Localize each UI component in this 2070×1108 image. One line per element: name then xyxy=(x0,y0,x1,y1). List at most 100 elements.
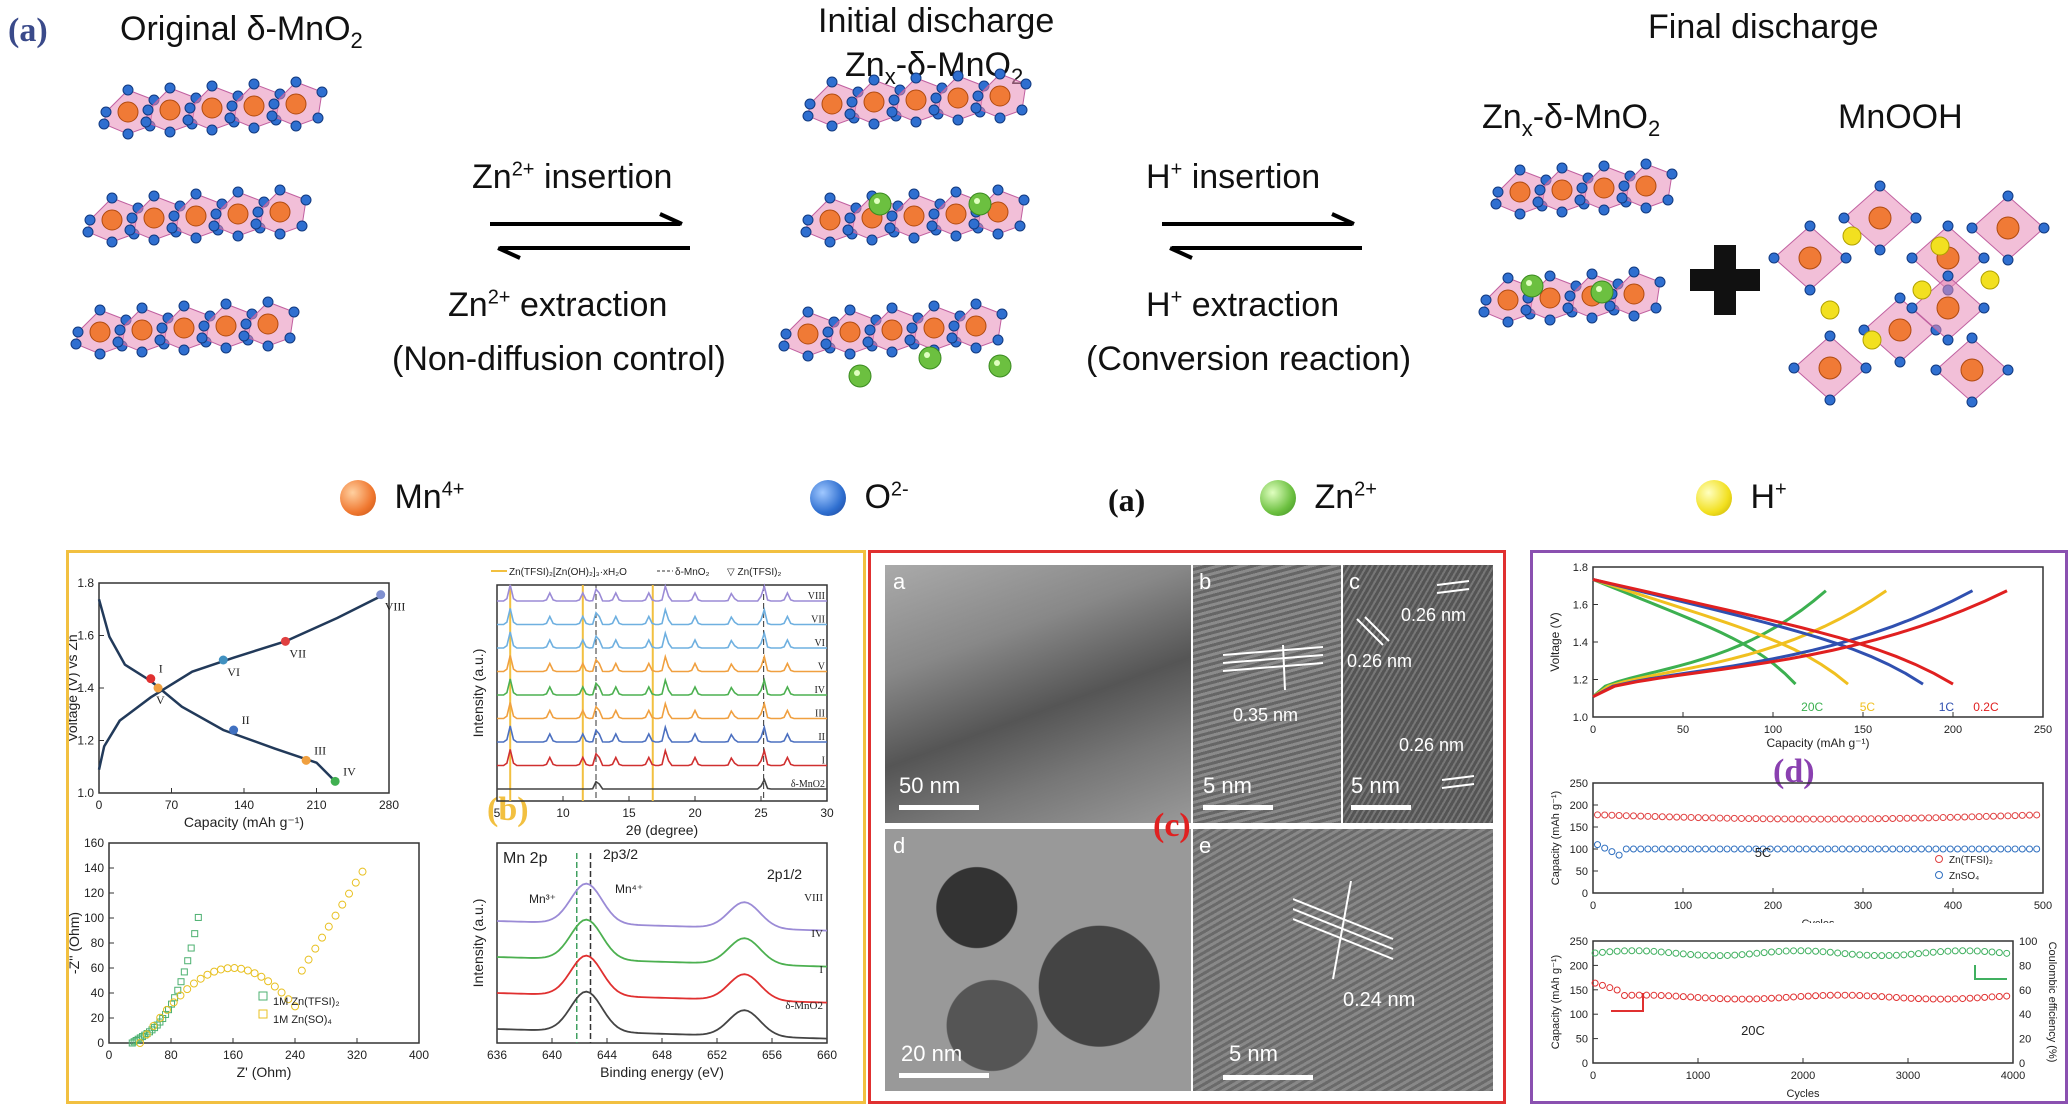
b3-so4-point xyxy=(277,988,286,997)
b3-legend-swatch xyxy=(258,1009,268,1019)
b3-legend-label: 1M Zn(SO)₄ xyxy=(273,1014,332,1026)
d3-capacity-point xyxy=(1915,995,1922,1003)
d3-capacity-point xyxy=(1606,984,1614,992)
o-atom xyxy=(268,98,280,110)
d3-ce-point xyxy=(1863,951,1871,959)
panel-c-box: a 50 nm b 0.35 nm 5 nm c 0.26 nm 0.26 nm… xyxy=(868,550,1506,1104)
d3-capacity-point xyxy=(1613,986,1621,994)
o-atom xyxy=(206,124,218,136)
d2-tfsi-point xyxy=(1608,811,1616,819)
b2-trace-label: δ-MnO2 xyxy=(791,779,825,790)
b3-so4-point xyxy=(264,977,273,986)
b3-so4-point xyxy=(257,972,266,981)
o-atom xyxy=(928,208,940,220)
o-atom xyxy=(802,110,814,122)
d2-x-tick-label: 300 xyxy=(1854,900,1872,912)
b2-trace-label: IV xyxy=(814,685,825,696)
b1-state-label: IV xyxy=(343,764,356,778)
b2-xrd-trace xyxy=(497,700,827,720)
d2-tfsi-point xyxy=(1817,815,1825,823)
d1-charge-curve xyxy=(1592,589,1827,698)
o-atom xyxy=(1020,78,1032,90)
mn-atom xyxy=(905,89,927,111)
tem-c-tag: c xyxy=(1349,569,1360,594)
b4-x-tick-label: 640 xyxy=(542,1048,562,1062)
cycling-5c-chart: 0100200300400500050100150200250CyclesCap… xyxy=(1550,778,2052,923)
d3-ce-point xyxy=(1628,947,1636,955)
d3-ce-point xyxy=(1790,947,1798,955)
b3-plot-frame xyxy=(108,842,420,1044)
o-atom xyxy=(184,102,196,114)
d2-znso4-point xyxy=(1982,845,1990,853)
b2-plot-frame xyxy=(496,584,828,802)
mn-atom xyxy=(863,91,885,113)
b1-x-tick-label: 210 xyxy=(306,798,326,812)
b1-state-label: V xyxy=(156,693,165,707)
zn-ion-highlight xyxy=(924,352,930,358)
mn-atom xyxy=(819,209,841,231)
d2-x-tick-label: 200 xyxy=(1764,900,1782,912)
d3-left-axis-arrow xyxy=(1611,993,1644,1012)
mn-atom xyxy=(1509,181,1531,203)
b1-state-label: VIII xyxy=(385,600,406,614)
d2-znso4-point xyxy=(1622,845,1630,853)
legend-mn: Mn4+ xyxy=(340,478,465,517)
o-atom xyxy=(312,112,324,124)
d3-ce-point xyxy=(1841,950,1849,958)
d2-tfsi-point xyxy=(1615,811,1623,819)
b3-so4-point xyxy=(196,974,205,983)
b4-x-tick-label: 648 xyxy=(652,1048,672,1062)
mn-atom xyxy=(1888,318,1912,342)
d1-x-tick-label: 250 xyxy=(2034,724,2052,736)
h-ion xyxy=(1980,270,2000,290)
d2-tfsi-point xyxy=(1910,814,1918,822)
d2-tfsi-point xyxy=(1723,814,1731,822)
o-atom xyxy=(142,104,154,116)
d3-ce-point xyxy=(1885,952,1893,960)
b3-so4-point xyxy=(345,889,354,898)
d2-tfsi-point xyxy=(1622,812,1630,820)
mn-atom xyxy=(989,85,1011,107)
mn-atom xyxy=(159,99,181,121)
o-atom xyxy=(1910,212,1922,224)
d2-znso4-point xyxy=(1723,845,1731,853)
b1-state-marker xyxy=(330,776,340,786)
b3-so4-point xyxy=(230,964,239,973)
o-atom xyxy=(84,214,96,226)
d2-znso4-point xyxy=(1853,845,1861,853)
d3-ce-point xyxy=(1687,951,1695,959)
lattice-spacing-c3: 0.26 nm xyxy=(1399,735,1465,755)
d2-y-tick-label: 200 xyxy=(1570,800,1588,812)
title-mnooh: MnOOH xyxy=(1838,98,1963,136)
scale-bar-b xyxy=(1203,805,1273,810)
d1-rate-label: 0.2C xyxy=(1973,700,1999,714)
o-atom xyxy=(122,128,134,140)
mn-atom xyxy=(1996,216,2020,240)
o-atom xyxy=(842,224,854,236)
mn-atom xyxy=(269,201,291,223)
o-atom xyxy=(1598,160,1610,172)
b3-y-tick-label: 100 xyxy=(84,911,104,925)
b2-xrd-trace xyxy=(497,747,827,767)
d1-y-tick-label: 1.8 xyxy=(1573,562,1588,574)
b1-state-label: VII xyxy=(289,646,306,660)
d3-ce-point xyxy=(1951,947,1959,955)
o-atom xyxy=(1018,194,1030,206)
d3-y2-tick-label: 80 xyxy=(2019,960,2031,972)
o-atom xyxy=(182,114,194,126)
o-atom xyxy=(164,126,176,138)
d2-tfsi-point xyxy=(1716,814,1724,822)
b3-so4-point xyxy=(270,982,279,991)
zn-ion-highlight xyxy=(1526,280,1532,286)
o-atom xyxy=(114,324,126,336)
o-atom xyxy=(928,104,940,116)
d2-znso4-point xyxy=(1615,851,1623,859)
arrow2-note: (Conversion reaction) xyxy=(1086,340,1412,378)
b2-legend-entry-3: ▽ Zn(TFSI)₂ xyxy=(727,567,781,578)
b3-tfsi-point xyxy=(180,968,188,976)
mn-atom xyxy=(1936,296,1960,320)
d2-tfsi-point xyxy=(1932,814,1940,822)
o-atom xyxy=(1502,316,1514,328)
o-atom xyxy=(1014,220,1026,232)
